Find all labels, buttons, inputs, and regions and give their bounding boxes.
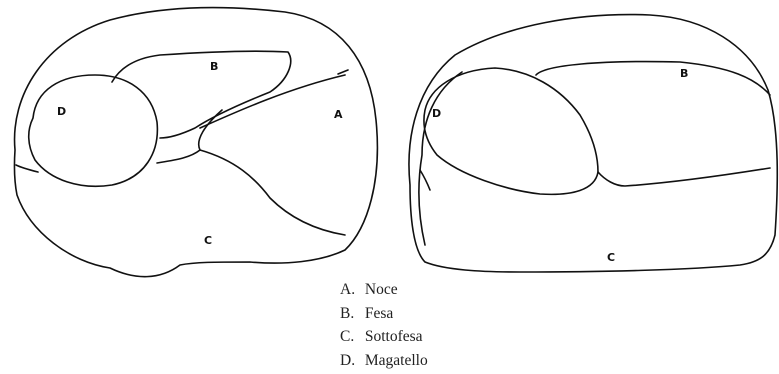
legend-key: D.	[340, 349, 361, 373]
left-line-left-edge	[16, 165, 38, 172]
right-line-lower	[598, 168, 770, 186]
right-line-c-edge	[420, 170, 430, 190]
right-label-c: C	[607, 251, 615, 264]
legend-item-b: B. Fesa	[340, 302, 428, 326]
left-line-a-inner	[199, 110, 222, 150]
left-outline	[14, 7, 377, 276]
left-region-b-outline	[112, 51, 291, 138]
left-line-top-right	[200, 75, 345, 128]
left-region-d-outline	[29, 75, 158, 186]
legend-key: B.	[340, 302, 361, 326]
left-label-b: B	[210, 60, 218, 73]
left-label-c: C	[204, 234, 212, 247]
legend-name: Magatello	[365, 352, 428, 369]
right-cross-section: B D C	[409, 15, 777, 272]
legend-name: Noce	[365, 281, 398, 298]
legend-item-c: C. Sottofesa	[340, 325, 428, 349]
left-line-a-lower	[200, 150, 345, 235]
legend: A. Noce B. Fesa C. Sottofesa D. Magatell…	[340, 278, 428, 372]
legend-name: Sottofesa	[365, 328, 423, 345]
right-label-d: D	[432, 107, 441, 120]
legend-item-d: D. Magatello	[340, 349, 428, 373]
left-label-a: A	[334, 108, 343, 121]
right-label-b: B	[680, 67, 688, 80]
legend-name: Fesa	[365, 305, 393, 322]
legend-item-a: A. Noce	[340, 278, 428, 302]
left-cross-section: B A D C	[14, 7, 377, 276]
right-region-d-outline	[424, 68, 598, 194]
right-region-b-outline	[536, 62, 770, 95]
legend-key: C.	[340, 325, 361, 349]
left-line-tick	[338, 70, 348, 74]
left-label-d: D	[57, 105, 66, 118]
legend-key: A.	[340, 278, 361, 302]
left-line-lower-left	[157, 150, 200, 163]
